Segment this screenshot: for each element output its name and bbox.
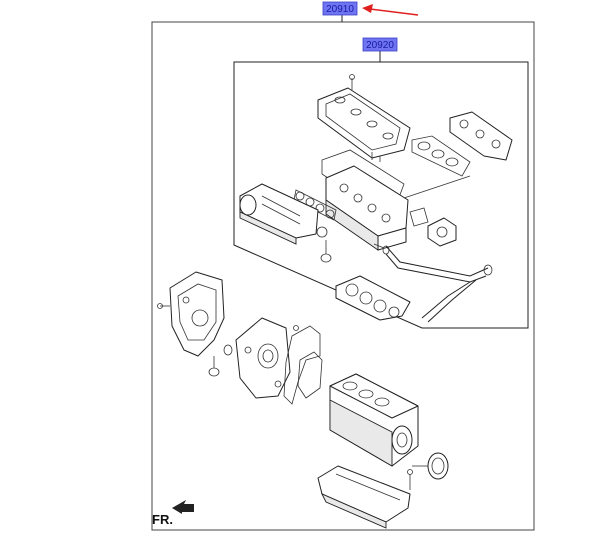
- red-arrow-icon: [362, 4, 419, 16]
- intake-manifold-part: [449, 111, 513, 161]
- o-ring-part: [320, 253, 332, 263]
- rear-main-seal-part: [412, 452, 449, 480]
- timing-cover-part: [169, 271, 225, 357]
- cylinder-head-kit-code-text: 20920: [366, 40, 394, 51]
- intake-gasket-part: [411, 135, 471, 177]
- valve-cover-part: [317, 74, 411, 159]
- front-cover-gasket-part: [283, 325, 321, 405]
- thermostat-housing-part: [409, 207, 457, 247]
- coolant-pipe-part: [373, 243, 493, 323]
- cylinder-head-part: [325, 165, 409, 251]
- outer-kit-frame: [151, 21, 535, 531]
- head-gasket-part: [335, 275, 411, 321]
- front-cover-part: [235, 317, 291, 399]
- kit-code-text: 20910: [326, 4, 354, 15]
- front-direction-arrow-icon: [172, 500, 194, 514]
- cylinder-head-kit-code-label[interactable]: 20920: [362, 37, 398, 52]
- cylinder-block-part: [329, 373, 419, 467]
- kit-code-label[interactable]: 20910: [322, 1, 358, 16]
- oil-pan-part: [317, 465, 413, 529]
- oil-pump-gasket-part: [297, 351, 323, 399]
- cylinder-head-kit-frame: [233, 61, 529, 329]
- front-direction-label: FR.: [152, 512, 173, 527]
- egr-cooler-part: [239, 183, 328, 245]
